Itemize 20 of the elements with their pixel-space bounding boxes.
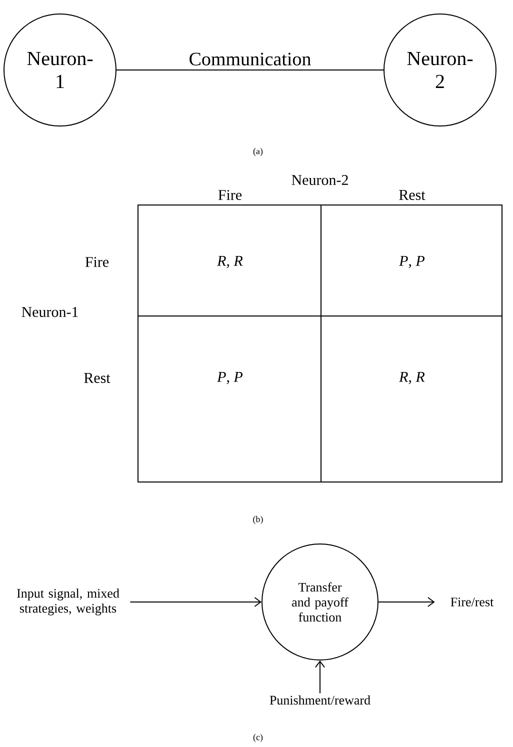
column-header: Rest <box>399 190 426 200</box>
row-header: Rest <box>84 373 110 383</box>
arrow <box>130 597 262 607</box>
arrow <box>378 597 435 607</box>
row-header: Fire <box>85 256 109 268</box>
row-header: Neuron-1 <box>22 307 78 318</box>
node-text: Fire/rest <box>450 598 494 606</box>
column-header: Fire <box>218 190 242 200</box>
table-cell: P, P <box>217 372 243 384</box>
table-cell: P, P <box>399 256 425 268</box>
table-cell: R, R <box>217 256 243 268</box>
panel-label: (c) <box>253 734 263 742</box>
panel-label: (b) <box>253 516 263 524</box>
column-header: Neuron-2 <box>292 174 348 186</box>
edge-label: Communication <box>190 52 311 66</box>
arrow <box>315 660 325 694</box>
table-cell: R, R <box>399 372 425 384</box>
node-text: Input signal, mixed strategies, weights <box>17 588 120 616</box>
panel-label: (a) <box>253 148 263 156</box>
node-text: Punishment/reward <box>270 695 370 705</box>
